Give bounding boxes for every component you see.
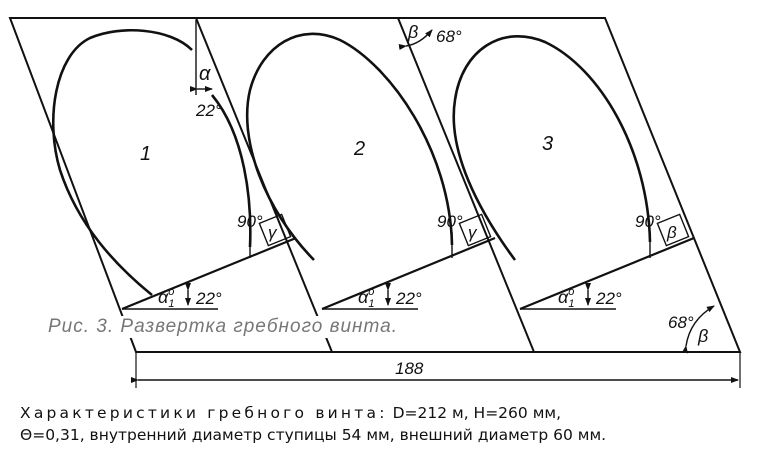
blade-number-1: 1: [140, 143, 151, 165]
blade-edge-1: [210, 94, 252, 248]
pitch-line-1: [121, 236, 297, 311]
specs-d-h-values: D=212 м, H=260 мм,: [392, 404, 562, 422]
beta-label-top: β: [407, 22, 418, 42]
blade-outline-3: [452, 35, 652, 261]
blade-outline-2: [245, 32, 454, 261]
alpha1-angle-22-1: 22°: [195, 289, 222, 308]
gamma-box-2: [458, 213, 492, 247]
divider-line-2: [397, 17, 535, 353]
beta-arc-top: [398, 29, 433, 50]
beta-label-bottom: β: [697, 326, 708, 346]
frame-parallelogram: [8, 17, 742, 353]
blade-number-3: 3: [542, 133, 553, 155]
beta-arc-bottom: [681, 305, 715, 354]
angle-68-top: 68°: [436, 27, 462, 46]
alpha-angle-22: 22°: [195, 101, 222, 120]
specs-heading: Характеристики гребного винта:: [20, 404, 388, 422]
gamma-box-1: [258, 213, 292, 247]
angle-90-2: 90°: [437, 212, 463, 231]
alpha1-angle-22-2: 22°: [395, 289, 422, 308]
angle-68-bottom: 68°: [668, 313, 694, 332]
gamma-label-2: γ: [468, 223, 478, 242]
propeller-specs: Характеристики гребного винта: D=212 м, …: [20, 402, 750, 446]
dimension-label-188: 188: [395, 359, 424, 378]
blade-number-2: 2: [353, 138, 365, 160]
angle-90-1: 90°: [237, 212, 263, 231]
blade-outline-1: [51, 29, 193, 297]
beta-label-box: β: [666, 223, 677, 242]
pitch-line-2: [321, 236, 496, 311]
specs-line-2: Θ=0,31, внутренний диаметр ступицы 54 мм…: [20, 426, 607, 444]
figure-caption: Рис. 3. Развертка гребного винта.: [48, 316, 400, 338]
pitch-line-3: [519, 236, 695, 311]
beta-box-3: [656, 213, 690, 247]
angle-90-3: 90°: [635, 212, 661, 231]
specs-line-1: Характеристики гребного винта: D=212 м, …: [20, 402, 750, 424]
alpha1-angle-22-3: 22°: [595, 289, 622, 308]
gamma-label-1: γ: [268, 223, 278, 242]
alpha-label: α: [199, 63, 211, 85]
